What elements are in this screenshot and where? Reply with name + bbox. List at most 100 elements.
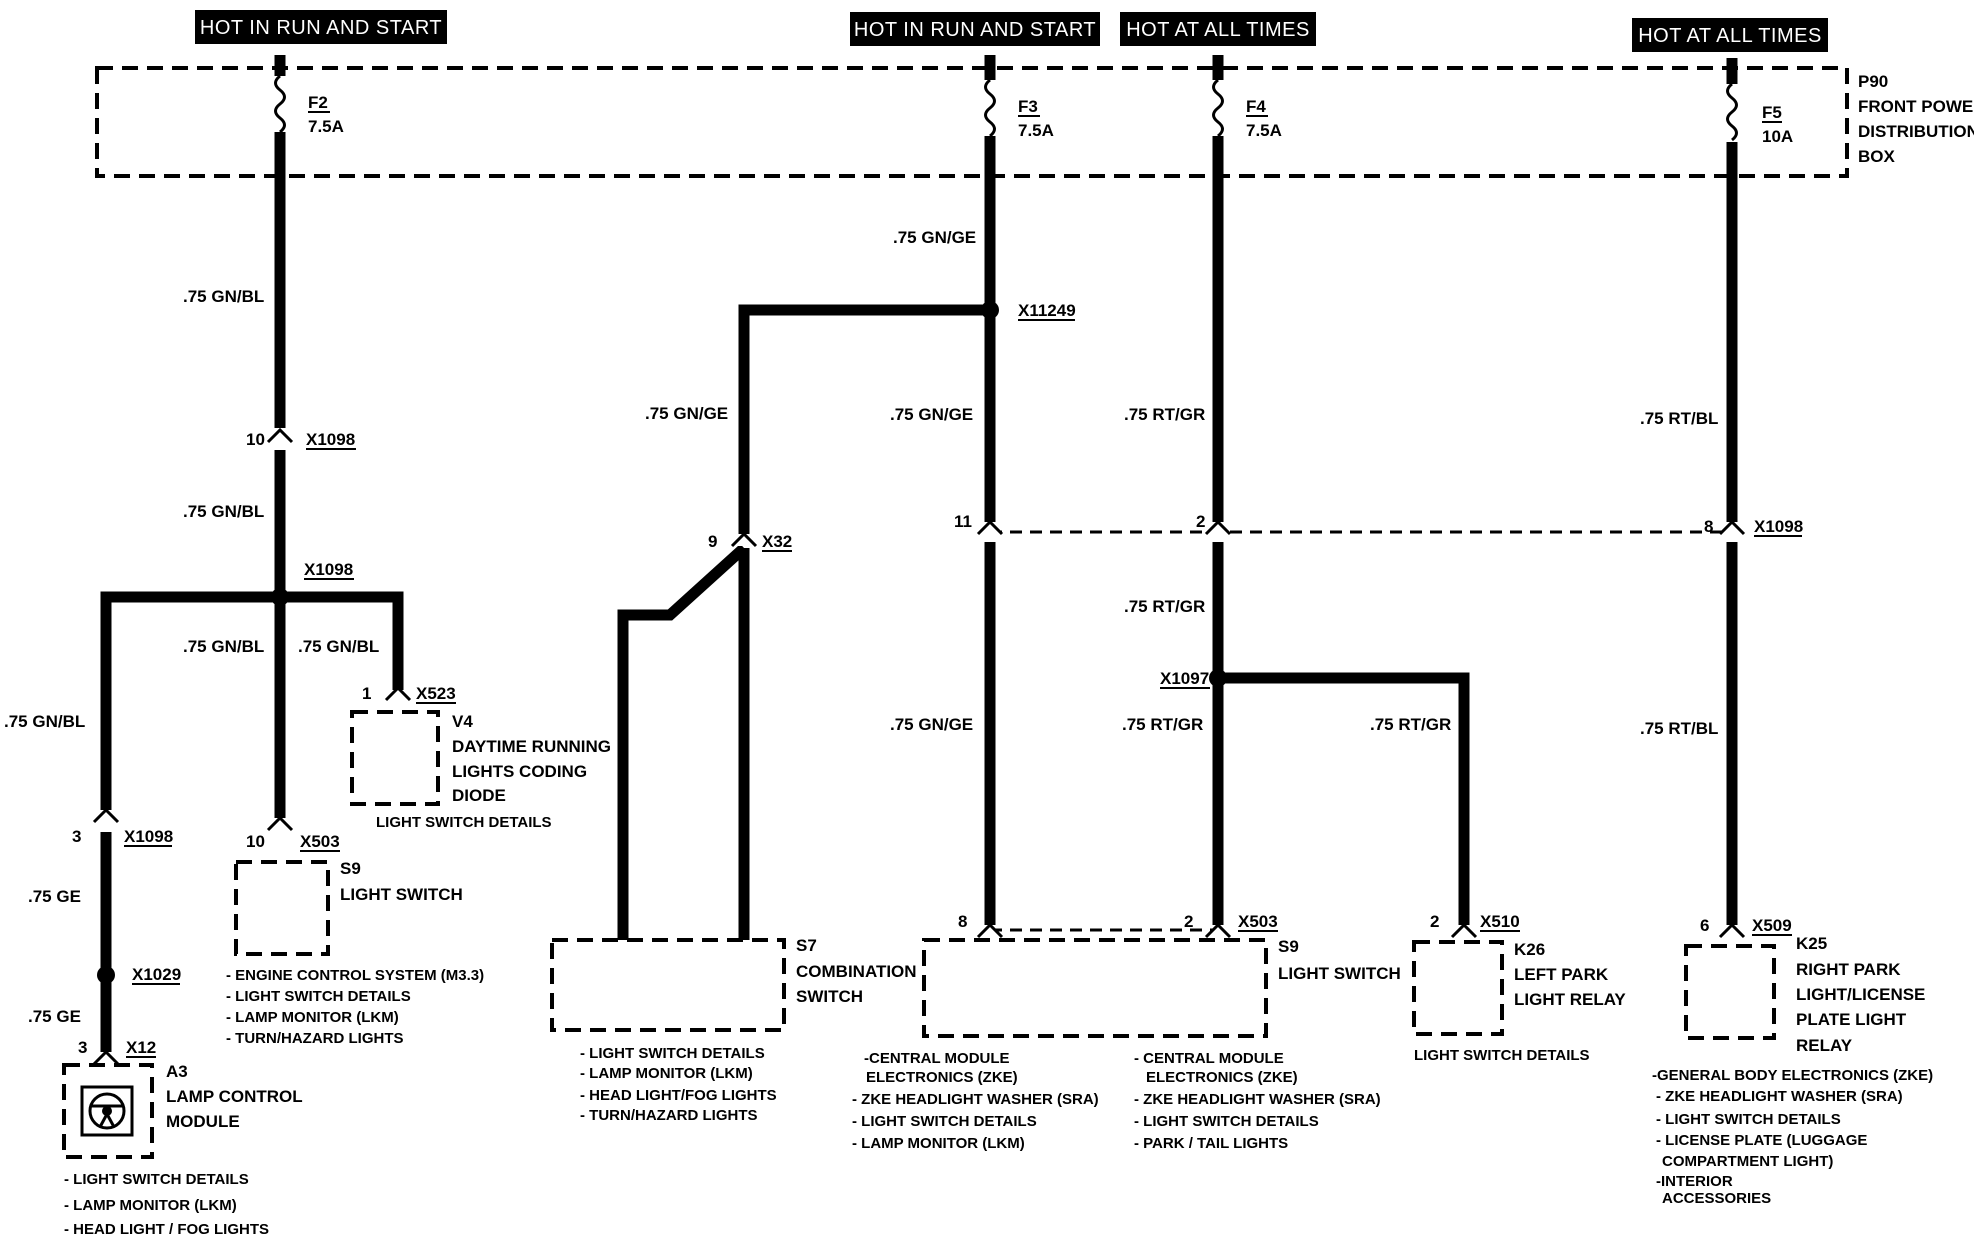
component-k26-line1: LEFT PARK — [1514, 965, 1609, 984]
component-s7-id: S7 — [796, 936, 817, 955]
power-box-label: P90 FRONT POWER DISTRIBUTION BOX — [1858, 72, 1974, 166]
circuit-f4 — [1204, 136, 1478, 939]
wire-label-ge-1: .75 GE — [28, 887, 81, 906]
connector-cap — [1204, 519, 1232, 536]
splice-x1029 — [97, 966, 115, 984]
note-a3-0: - LIGHT SWITCH DETAILS — [64, 1171, 249, 1188]
component-s9-right-box — [922, 938, 1268, 1038]
connector-label-x503-a: X503 — [300, 832, 340, 851]
note-s9-mid-b-1: ELECTRONICS (ZKE) — [1146, 1069, 1298, 1086]
note-s9-mid-b-4: - PARK / TAIL LIGHTS — [1134, 1135, 1288, 1152]
power-box-line2: DISTRIBUTION — [1858, 122, 1974, 141]
connector-label-x503-b: X503 — [1238, 912, 1278, 931]
component-k26-note: LIGHT SWITCH DETAILS — [1414, 1047, 1590, 1064]
wire-label-rt-gr-4: .75 RT/GR — [1370, 715, 1451, 734]
component-v4-line3: DIODE — [452, 786, 506, 805]
fuse-f4: F4 7.5A — [1212, 55, 1282, 140]
wire-label-rt-gr-2: .75 RT/GR — [1124, 597, 1205, 616]
fuse-f2-rating: 7.5A — [308, 117, 344, 136]
connector-label-x1098-b: X1098 — [124, 827, 173, 846]
wire-label-gn-ge-4: .75 GN/GE — [890, 715, 973, 734]
note-a3-2: - HEAD LIGHT / FOG LIGHTS — [64, 1221, 269, 1238]
note-s9-mid-a-1: ELECTRONICS (ZKE) — [866, 1069, 1018, 1086]
component-k25-line2: LIGHT/LICENSE — [1796, 985, 1925, 1004]
note-k25-3: - LICENSE PLATE (LUGGAGE — [1656, 1132, 1867, 1149]
wire-label-rt-bl-2: .75 RT/BL — [1640, 719, 1718, 738]
component-v4-line2: LIGHTS CODING — [452, 762, 587, 781]
wire-label-gn-bl-4: .75 GN/BL — [298, 637, 379, 656]
note-s7-3: - TURN/HAZARD LIGHTS — [580, 1107, 757, 1124]
wire-label-gn-ge-1: .75 GN/GE — [893, 228, 976, 247]
note-s9-mid-a-0: -CENTRAL MODULE — [864, 1050, 1010, 1067]
circuit-f5 — [1718, 142, 1746, 939]
component-s9-left-label: LIGHT SWITCH — [340, 885, 463, 904]
note-s9-mid-b-0: - CENTRAL MODULE — [1134, 1050, 1284, 1067]
connector-label-x32: X32 — [762, 532, 792, 551]
note-k25-2: - LIGHT SWITCH DETAILS — [1656, 1111, 1841, 1128]
connector-label-x1098-a: X1098 — [306, 430, 355, 449]
connector-cap — [384, 685, 412, 702]
fuse-f5-id: F5 — [1762, 103, 1782, 122]
component-s9-right-id: S9 — [1278, 937, 1299, 956]
component-a3-id: A3 — [166, 1062, 188, 1081]
pin-label-8-b: 8 — [1704, 517, 1713, 536]
pin-label-1: 1 — [362, 684, 371, 703]
component-k25-id: K25 — [1796, 934, 1827, 953]
note-s9-left-1: - LIGHT SWITCH DETAILS — [226, 988, 411, 1005]
connector-label-x1098-c: X1098 — [1754, 517, 1803, 536]
fuse-f5-rating: 10A — [1762, 127, 1793, 146]
power-box-id: P90 — [1858, 72, 1888, 91]
component-k26-box — [1412, 940, 1504, 1036]
connector-label-x1098-splice: X1098 — [304, 560, 353, 579]
component-s9-left-box — [234, 860, 330, 956]
pin-label-2-a: 2 — [1196, 512, 1205, 531]
wire-label-rt-gr-1: .75 RT/GR — [1124, 405, 1205, 424]
component-k25-box — [1684, 944, 1776, 1040]
splice-x1097 — [1209, 669, 1227, 687]
note-s9-mid-a-3: - LIGHT SWITCH DETAILS — [852, 1113, 1037, 1130]
note-s7-0: - LIGHT SWITCH DETAILS — [580, 1045, 765, 1062]
connector-label-x510: X510 — [1480, 912, 1520, 931]
wire-label-gn-bl-5: .75 GN/BL — [4, 712, 85, 731]
fuse-f2: F2 7.5A — [274, 55, 344, 136]
component-s7-box — [550, 938, 786, 1032]
fuse-f3-id: F3 — [1018, 97, 1038, 116]
wire-f2-left-branch — [100, 591, 280, 810]
note-s9-left-3: - TURN/HAZARD LIGHTS — [226, 1030, 403, 1047]
power-box-line3: BOX — [1858, 147, 1896, 166]
connector-cap — [976, 519, 1004, 536]
connector-label-x11249: X11249 — [1018, 301, 1076, 320]
fuse-f3-rating: 7.5A — [1018, 121, 1054, 140]
banner-f3: HOT IN RUN AND START — [850, 12, 1100, 46]
connector-cap — [92, 807, 120, 824]
wire-label-gn-bl-3: .75 GN/BL — [183, 637, 264, 656]
wire-label-gn-bl-1: .75 GN/BL — [183, 287, 264, 306]
splice-x1098 — [271, 588, 289, 606]
note-s9-mid-b-3: - LIGHT SWITCH DETAILS — [1134, 1113, 1319, 1130]
fuse-f4-id: F4 — [1246, 97, 1266, 116]
connector-label-x12: X12 — [126, 1038, 156, 1057]
wire-label-gn-bl-2: .75 GN/BL — [183, 502, 264, 521]
banner-f2: HOT IN RUN AND START — [195, 10, 447, 44]
pin-label-3-a: 3 — [72, 827, 81, 846]
wire-x11249-to-x32 — [738, 304, 990, 534]
connector-cap — [1450, 922, 1478, 939]
connector-cap — [266, 427, 294, 444]
lamp-module-icon — [80, 1085, 134, 1137]
component-a3-line1: LAMP CONTROL — [166, 1087, 303, 1106]
pin-label-8-a: 8 — [958, 912, 967, 931]
component-s7-line2: SWITCH — [796, 987, 863, 1006]
pin-label-6: 6 — [1700, 916, 1709, 935]
component-k26-line2: LIGHT RELAY — [1514, 990, 1626, 1009]
component-a3-line2: MODULE — [166, 1112, 240, 1131]
connector-cap — [976, 922, 1004, 939]
wire-label-gn-ge-3: .75 GN/GE — [890, 405, 973, 424]
component-s9-left-id: S9 — [340, 859, 361, 878]
splice-x11249 — [981, 301, 999, 319]
note-s9-mid-b-2: - ZKE HEADLIGHT WASHER (SRA) — [1134, 1091, 1381, 1108]
fuse-f5: F5 10A — [1726, 58, 1793, 146]
component-v4-box — [350, 710, 440, 806]
component-k25-line1: RIGHT PARK — [1796, 960, 1901, 979]
pin-label-10-a: 10 — [246, 430, 265, 449]
